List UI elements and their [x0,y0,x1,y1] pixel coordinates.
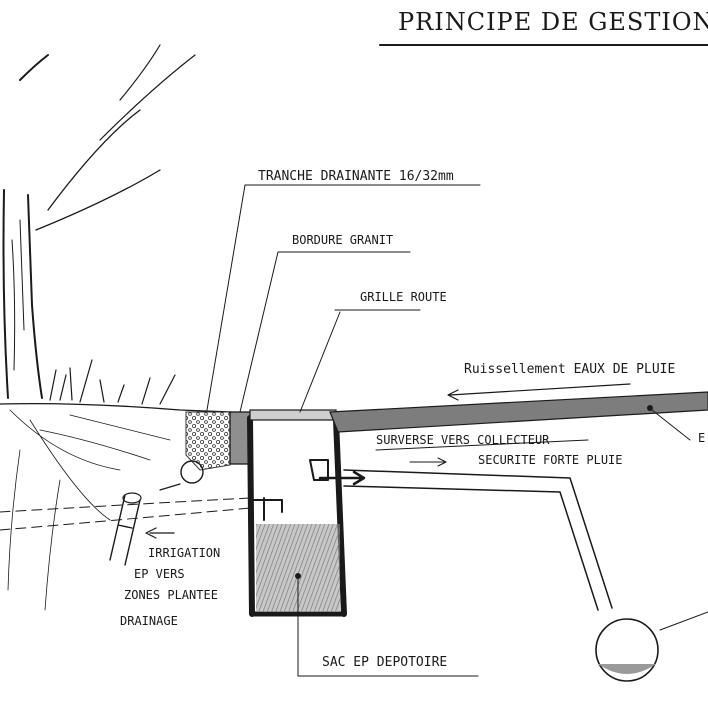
label-overflow: SURVERSE VERS COLLECTEUR [376,433,550,447]
label-trench: TRANCHE DRAINANTE 16/32mm [258,169,454,184]
overflow-outlet [309,459,329,481]
label-irrigation-1: IRRIGATION [148,546,220,560]
sump-dot [295,573,301,579]
label-irrigation-4: DRAINAGE [120,614,178,628]
leader-border [239,251,411,413]
leader-irrigation [145,527,175,539]
leader-grate [299,309,421,413]
road [329,383,708,441]
drain-line-dashed [0,497,251,531]
gravel-fill [185,411,231,471]
chamber-right-wall [333,417,347,617]
label-runoff: Ruissellement EAUX DE PLUIE [464,362,675,377]
collector-pipe [343,469,708,682]
road-slab [329,391,708,433]
leader-sump [297,577,479,677]
gravel-drain-pipe [180,460,204,484]
collector-pointer [659,611,708,631]
pipe-lower-line [343,485,599,611]
label-edge: E [698,431,705,445]
root-lines [7,409,171,611]
granite-kerb [229,411,251,465]
leaders [145,184,589,677]
ground [0,402,251,611]
collector-water [598,664,656,674]
label-border: BORDURE GRANIT [292,233,393,247]
title-block: PRINCIPE DE GESTION DES E [379,8,708,46]
road-marker [647,405,653,411]
grate [249,409,337,421]
ground-surface [0,402,233,413]
label-sump: SAC EP DEPOTOIRE [322,655,447,670]
tree-trunk-right [27,194,43,399]
label-safety: SECURITE FORTE PLUIE [478,453,623,467]
label-grate: GRILLE ROUTE [360,290,447,304]
leader-trench [206,184,481,411]
gravel-flow-arrow [159,483,181,491]
irrigation-outlet [253,497,283,521]
runoff-arrow [447,383,631,401]
label-irrigation-2: EP VERS [134,567,185,581]
overflow-arrow [318,470,366,486]
drainage-trench [159,411,231,491]
collector [595,618,659,682]
tree [2,44,196,405]
safety-arrow [409,457,447,467]
labels: TRANCHE DRAINANTE 16/32mm BORDURE GRANIT… [120,169,705,670]
label-irrigation-3: ZONES PLANTEE [124,588,218,602]
tree-bark [11,219,25,371]
drain-pipe-side [109,494,141,566]
grass [49,359,176,405]
road-marker-line [651,409,691,441]
sump-chamber [247,409,366,617]
drain-pipe-end [122,492,142,504]
diagram-title: PRINCIPE DE GESTION DES E [398,8,708,36]
tree-trunk-left [2,189,9,399]
tree-branch [35,109,161,231]
tree-branch-left [19,54,49,81]
pipe-upper-line [343,469,613,609]
leader-overflow [375,439,589,451]
tree-branch-upper [99,44,196,141]
chamber-left-wall [247,415,255,617]
